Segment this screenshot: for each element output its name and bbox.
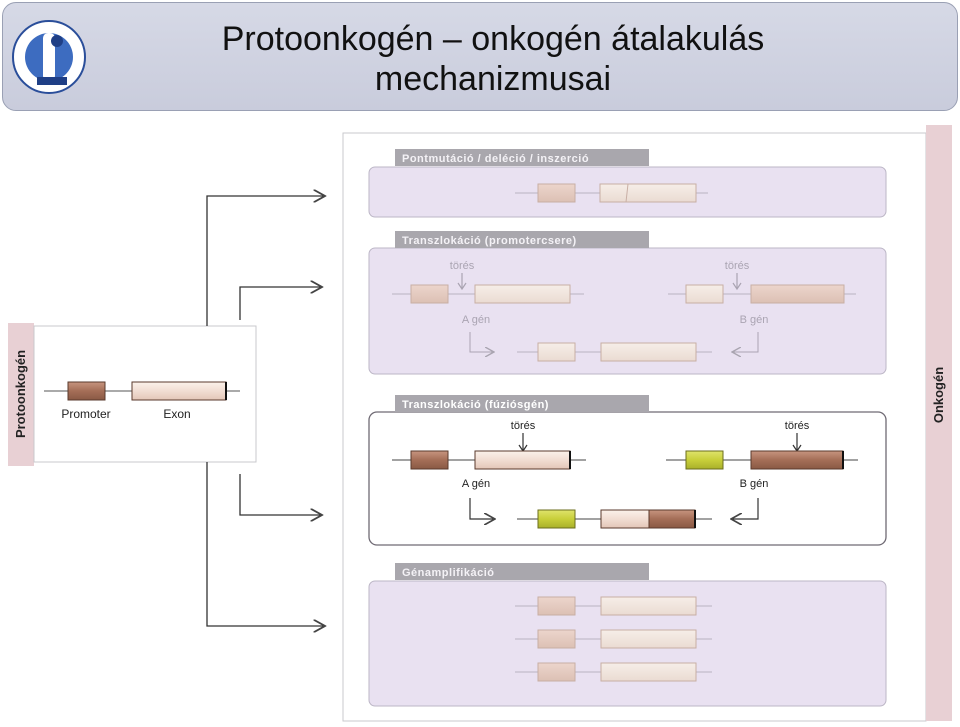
slide-header: Protoonkogén – onkogén átalakulás mechan… — [2, 2, 958, 111]
onkogen-side-strip — [926, 125, 952, 721]
promoter-gene-a: A gén — [462, 314, 490, 326]
arrow-to-point-mutation — [206, 196, 325, 326]
promoter-break-a: törés — [450, 260, 475, 272]
title-line-2: mechanizmusai — [374, 60, 612, 98]
fusion-gene-b: B gén — [740, 478, 769, 490]
fusion-break-b: törés — [785, 420, 810, 432]
university-logo — [12, 20, 86, 94]
fusion-title: Transzlokáció (fúziósgén) — [402, 399, 549, 411]
promoter-gene-b: B gén — [740, 314, 769, 326]
promoter-swap-title: Transzlokáció (promotercsere) — [402, 235, 577, 247]
fusion-gene-a: A gén — [462, 478, 490, 490]
connector-arrows — [206, 196, 325, 626]
slide-title: Protoonkogén – onkogén átalakulás mechan… — [163, 19, 823, 99]
promoter-label: Promoter — [61, 407, 110, 421]
arrow-to-promoter-swap — [239, 287, 322, 320]
onkogen-vertical-label: Onkogén — [931, 367, 946, 423]
arrow-to-amplification — [206, 462, 325, 626]
protoonkogen-vertical-label: Protoonkogén — [13, 350, 28, 438]
promoter-break-b: törés — [725, 260, 750, 272]
fusion-break-a: törés — [511, 420, 536, 432]
section-gene-amplification: Génamplifikáció — [368, 563, 887, 707]
protoonkogen-side-strip — [8, 323, 34, 466]
title-line-1: Protoonkogén – onkogén átalakulás — [221, 20, 765, 58]
section-point-mutation: Pontmutáció / deléció / inszerció — [368, 149, 887, 218]
exon-box — [131, 381, 227, 401]
amplification-title: Génamplifikáció — [402, 567, 494, 579]
section-promoter-swap: Transzlokáció (promotercsere) törés töré… — [368, 231, 887, 375]
section-fusion-gene: Transzlokáció (fúziósgén) törés törés A … — [368, 395, 887, 546]
promoter-box — [67, 381, 106, 401]
exon-label: Exon — [163, 407, 190, 421]
point-mutation-title: Pontmutáció / deléció / inszerció — [402, 153, 589, 165]
arrow-to-fusion — [239, 474, 322, 515]
